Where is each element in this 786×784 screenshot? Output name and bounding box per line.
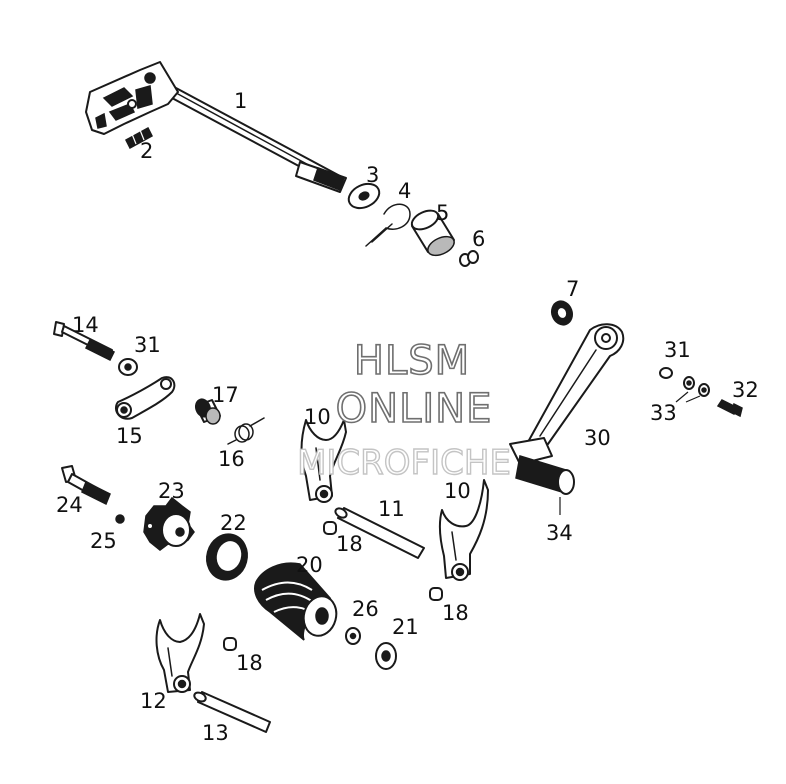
part-34-rubber (515, 455, 575, 495)
part-23-shift-star (143, 496, 195, 551)
callout-24: 24 (56, 493, 83, 517)
callout-21: 21 (392, 615, 419, 639)
callout-20: 20 (296, 553, 323, 577)
part-31-washer-left (118, 358, 138, 376)
callout-10-right: 10 (444, 479, 471, 503)
callout-22: 22 (220, 511, 247, 535)
part-22-bearing (206, 533, 248, 581)
callout-32: 32 (732, 378, 759, 402)
callout-26: 26 (352, 597, 379, 621)
callout-33: 33 (650, 401, 677, 425)
callout-5: 5 (436, 201, 449, 225)
part-32-bolt (716, 399, 743, 418)
part-14-bolt (53, 321, 116, 362)
callout-7: 7 (566, 277, 579, 301)
callout-16: 16 (218, 447, 245, 471)
callout-18-b: 18 (442, 601, 469, 625)
part-18-roller-a (323, 521, 337, 535)
part-16-spring (227, 417, 265, 445)
part-1-shift-shaft (85, 61, 347, 193)
callout-31-right: 31 (664, 338, 691, 362)
part-2-spring (125, 126, 153, 150)
watermark-line-1: HLSM (354, 338, 470, 384)
part-18-roller-b (429, 587, 443, 601)
callout-11: 11 (378, 497, 405, 521)
part-26-washer (345, 627, 361, 645)
callout-1: 1 (234, 89, 247, 113)
callout-18-c: 18 (236, 651, 263, 675)
part-6-small-rings (459, 250, 479, 267)
callout-34: 34 (546, 521, 573, 545)
part-20-shift-drum (254, 562, 338, 641)
part-3-washer (347, 182, 381, 210)
callout-4: 4 (398, 179, 411, 203)
part-10-fork-right (438, 479, 489, 581)
watermark: HLSM ONLINE MICROFICHE (296, 337, 511, 484)
callout-18-a: 18 (336, 532, 363, 556)
part-4-circlip (365, 203, 411, 247)
part-15-lever (114, 376, 176, 420)
callout-3: 3 (366, 163, 379, 187)
part-7-seal (550, 300, 574, 326)
callout-2: 2 (140, 139, 153, 163)
callout-17: 17 (212, 383, 239, 407)
callouts: 1 2 3 4 5 6 7 10 10 11 12 13 14 15 16 17… (56, 89, 759, 745)
part-31-washer-right (659, 367, 673, 379)
part-21-bearing (375, 642, 397, 670)
part-5-bushing (410, 209, 455, 257)
part-33-washers (675, 376, 710, 403)
part-24-bolt (61, 465, 111, 506)
callout-13: 13 (202, 721, 229, 745)
callout-14: 14 (72, 313, 99, 337)
part-12-fork-lower (155, 613, 205, 693)
callout-31-left: 31 (134, 333, 161, 357)
part-17-roller (194, 398, 221, 425)
part-25-pin (115, 514, 125, 524)
part-11-fork-rod (334, 507, 425, 559)
callout-25: 25 (90, 529, 117, 553)
watermark-line-2: ONLINE (336, 386, 493, 432)
callout-30: 30 (584, 426, 611, 450)
part-18-roller-c (223, 637, 237, 651)
part-13-fork-rod (193, 691, 271, 733)
callout-15: 15 (116, 424, 143, 448)
callout-23: 23 (158, 479, 185, 503)
callout-6: 6 (472, 227, 485, 251)
watermark-line-3: MICROFICHE (297, 443, 511, 483)
callout-12: 12 (140, 689, 167, 713)
callout-10-upper: 10 (304, 405, 331, 429)
part-10-fork-upper (300, 419, 347, 503)
